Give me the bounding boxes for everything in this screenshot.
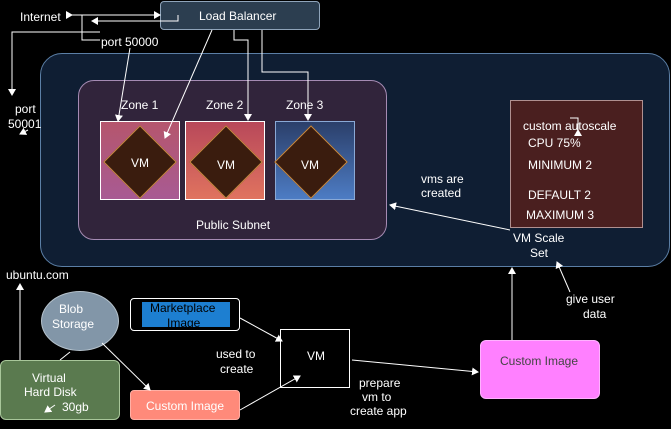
line-port-50000 — [81, 15, 100, 41]
vm-scale-set-label-1: VM Scale — [513, 231, 565, 245]
used-to-create-label-1: used to — [216, 347, 256, 361]
arrow-vhd-size — [44, 404, 56, 413]
autoscale-maximum: MAXIMUM 3 — [526, 208, 595, 222]
vm-scale-set-label-2: Set — [530, 246, 549, 260]
custom-image-left-box — [130, 390, 240, 420]
used-to-create-label-2: create — [220, 362, 254, 376]
blob-storage-label-1: Blob — [59, 302, 84, 316]
prepare-label-1: prepare — [359, 376, 401, 390]
marketplace-image-fill — [141, 301, 231, 328]
blob-storage-label-2: Storage — [52, 317, 95, 331]
port-50001-label-1: port — [15, 102, 36, 116]
autoscale-default: DEFAULT 2 — [528, 188, 591, 202]
custom-autoscale-box — [510, 100, 643, 228]
port-50001-label-2: 50001 — [8, 117, 42, 131]
vms-created-label-1: vms are — [421, 172, 464, 186]
give-user-data-label-1: give user — [566, 292, 615, 306]
public-subnet-label: Public Subnet — [196, 218, 271, 232]
vms-created-label-2: created — [421, 186, 462, 200]
zone-1-label: Zone 1 — [121, 98, 159, 112]
custom-image-right-box — [480, 340, 600, 399]
vm-zone-1-label: VM — [131, 156, 149, 170]
marketplace-image-box — [130, 298, 240, 331]
prepare-label-3: create app — [350, 404, 407, 418]
prepare-label-2: vm to — [362, 390, 392, 404]
autoscale-title: custom autoscale — [523, 119, 617, 133]
marketplace-image-label-2: Image — [167, 316, 201, 330]
load-balancer-label: Load Balancer — [199, 9, 277, 23]
arrow-user-data-vmss — [555, 261, 571, 293]
arrow-vm-custom-image — [351, 359, 479, 376]
zone-3-label: Zone 3 — [286, 98, 324, 112]
arrow-marketplace-vm — [239, 317, 283, 342]
port-50000-label: port 50000 — [101, 35, 159, 49]
arrow-lb-internet-2 — [91, 15, 179, 25]
custom-image-right-label: Custom Image — [500, 354, 579, 368]
virtual-hard-disk-box — [0, 360, 120, 420]
arrow-port-zone1 — [115, 47, 131, 122]
vm-middle-box — [280, 329, 350, 388]
arrow-custom-left-vm — [239, 375, 301, 411]
vm-zone-2-label: VM — [217, 158, 235, 172]
arrow-lb-zone3 — [261, 30, 312, 121]
line-vhd-blob — [59, 351, 71, 361]
marketplace-image-label-1: Marketplace — [150, 301, 216, 315]
arrow-vmss-subnet — [389, 202, 511, 231]
arrow-lb-zone2 — [233, 30, 252, 121]
custom-image-left-label: Custom Image — [146, 399, 225, 413]
autoscale-cpu: CPU 75% — [528, 136, 581, 150]
arrow-blob-custom-left — [101, 342, 151, 391]
vhd-label-2: Hard Disk — [24, 385, 77, 399]
internet-label: Internet — [20, 10, 61, 24]
blob-storage-circle — [41, 291, 119, 351]
autoscale-minimum: MINIMUM 2 — [528, 158, 592, 172]
vm-middle-label: VM — [307, 349, 325, 363]
arrow-port-50001-b — [19, 127, 29, 135]
vm-zone-3-label: VM — [301, 158, 319, 172]
load-balancer-box — [160, 1, 320, 30]
zone-2-label: Zone 2 — [206, 98, 244, 112]
arrow-port-50001 — [8, 31, 100, 96]
give-user-data-label-2: data — [583, 307, 607, 321]
ubuntu-label: ubuntu.com — [6, 268, 69, 282]
vhd-size-label: 30gb — [62, 400, 89, 414]
vhd-label-1: Virtual — [32, 371, 66, 385]
arrow-autoscale — [570, 117, 582, 136]
arrow-lb-zone1-vm — [163, 29, 213, 139]
